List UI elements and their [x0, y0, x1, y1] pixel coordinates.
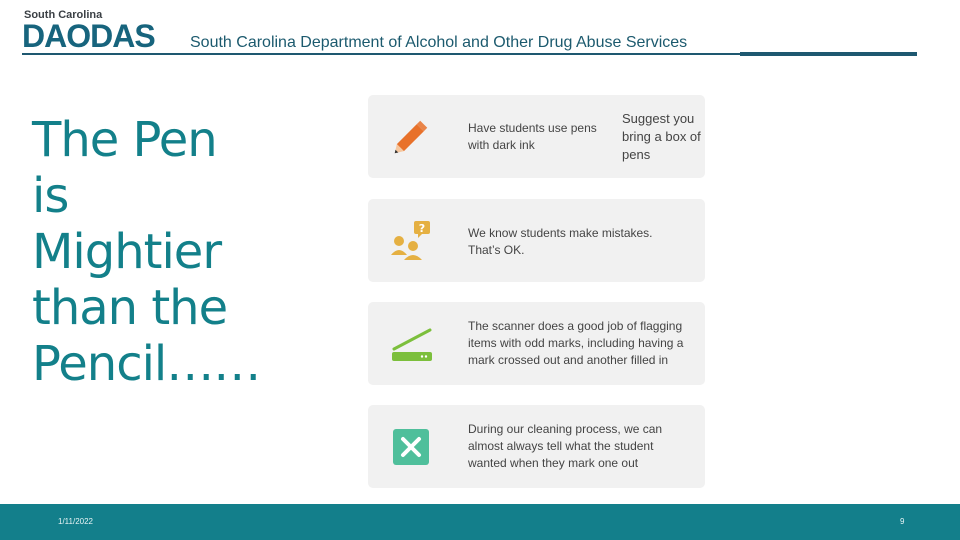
logo-wordmark: DAODAS [22, 18, 156, 54]
organization-name: South Carolina Department of Alcohol and… [190, 34, 688, 51]
card-text: The scanner does a good job of flagging … [468, 319, 684, 367]
footer-date: 1/11/2022 [58, 517, 93, 526]
card-text: During our cleaning process, we can almo… [468, 422, 663, 470]
people-question-icon: ? [391, 221, 430, 260]
title-line: than the [32, 280, 228, 336]
logo-subtitle: South Carolina [24, 9, 103, 21]
page-number: 9 [900, 517, 905, 526]
header-rule-accent [740, 52, 917, 56]
card-text: We know students make mistakes. That’s O… [468, 226, 653, 257]
title-line: Pencil…… [32, 336, 261, 392]
svg-text:?: ? [419, 222, 425, 235]
info-card-scanner: The scanner does a good job of flagging … [368, 302, 705, 385]
pencil-icon [394, 120, 428, 154]
info-card-mistakes: ? We know students make mistakes. That’s… [368, 199, 705, 282]
x-mark-icon [393, 429, 429, 465]
card-text: Have students use pens with dark ink [468, 121, 597, 152]
card-aside-text: Suggest you bring a box of pens [622, 111, 701, 162]
info-card-pens: Have students use pens with dark ink Sug… [368, 95, 705, 178]
title-line: Mightier [32, 224, 222, 280]
header-rule [22, 53, 917, 55]
slide-title: The Pen is Mightier than the Pencil…… [32, 112, 352, 392]
footer-bar: 1/11/2022 9 [0, 504, 960, 540]
title-line: The Pen [32, 112, 218, 168]
info-card-cleaning: During our cleaning process, we can almo… [368, 405, 705, 488]
title-line: is [32, 168, 69, 224]
scanner-icon [392, 328, 432, 361]
